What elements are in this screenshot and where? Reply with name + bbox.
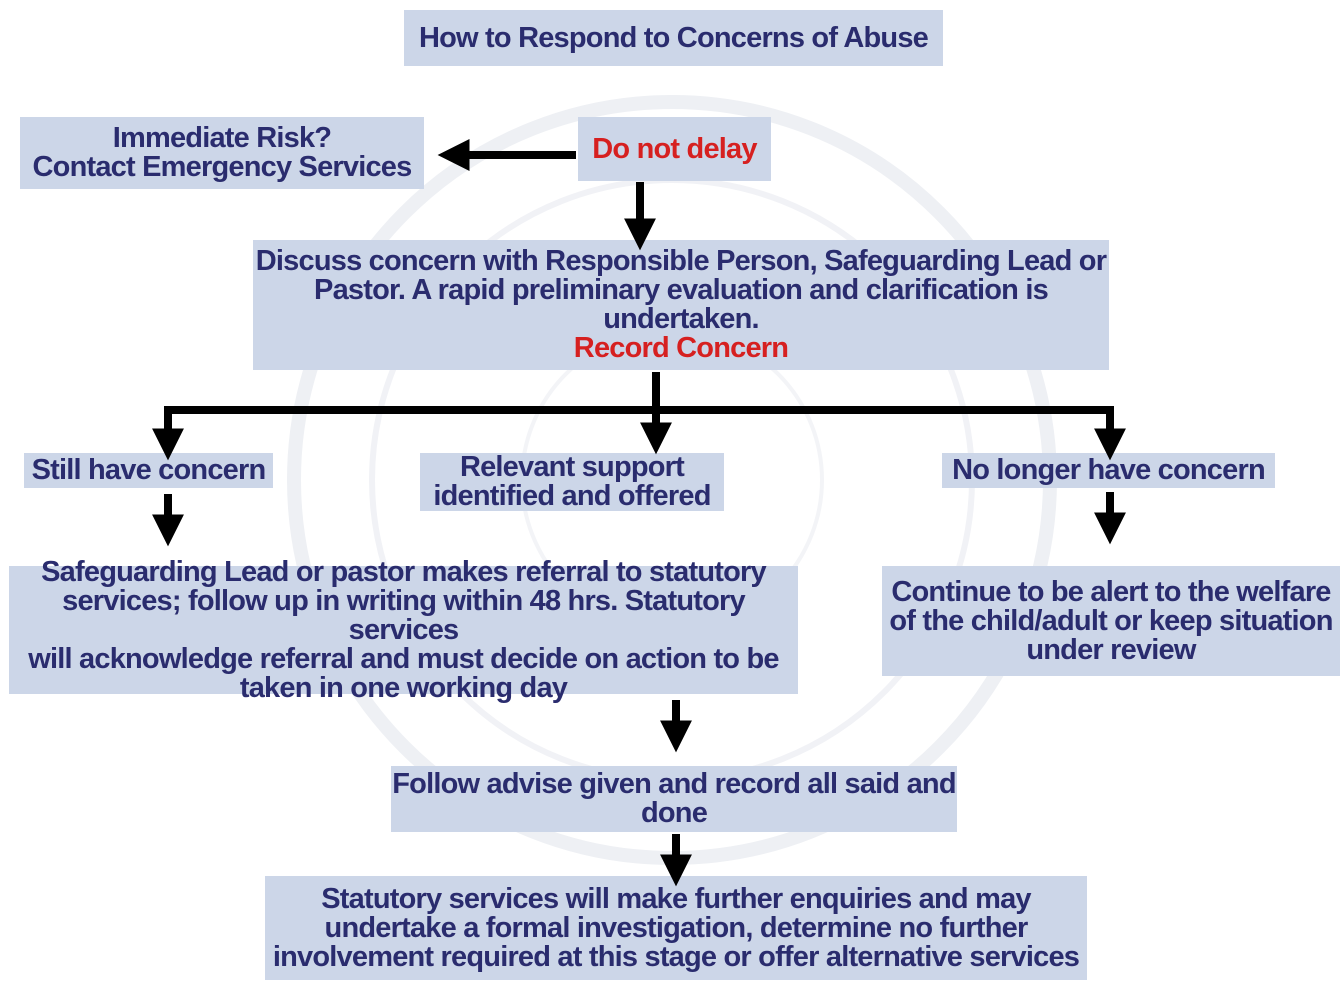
follow-advise-line-1: Follow advise given and record all said … bbox=[392, 768, 956, 800]
no-longer-have-concern-node: No longer have concern bbox=[942, 453, 1275, 488]
continue-line-2: of the child/adult or keep situation bbox=[889, 604, 1333, 637]
immediate-risk-line-1: Immediate Risk? bbox=[112, 122, 332, 154]
relevant-support-line-2: identified and offered bbox=[433, 480, 711, 512]
discuss-line-3: undertaken. bbox=[603, 303, 759, 335]
referral-line-2: services; follow up in writing within 48… bbox=[62, 584, 746, 646]
referral-line-4: taken in one working day bbox=[239, 671, 568, 704]
referral-line-1: Safeguarding Lead or pastor makes referr… bbox=[41, 555, 767, 588]
continue-alert-node: Continue to be alert to the welfare of t… bbox=[882, 566, 1340, 676]
discuss-line-2: Pastor. A rapid preliminary evaluation a… bbox=[314, 274, 1049, 306]
discuss-line-1: Discuss concern with Responsible Person,… bbox=[255, 245, 1107, 277]
follow-advise-node: Follow advise given and record all said … bbox=[391, 766, 957, 832]
no-longer-have-concern-text: No longer have concern bbox=[952, 454, 1266, 486]
do-not-delay-node: Do not delay bbox=[578, 117, 771, 181]
statutory-line-1: Statutory services will make further enq… bbox=[321, 882, 1031, 915]
statutory-line-2: undertake a formal investigation, determ… bbox=[324, 911, 1029, 944]
immediate-risk-node: Immediate Risk? Contact Emergency Servic… bbox=[20, 117, 424, 189]
continue-line-3: under review bbox=[1026, 633, 1196, 666]
still-have-concern-node: Still have concern bbox=[24, 453, 273, 488]
relevant-support-line-1: Relevant support bbox=[459, 451, 685, 483]
continue-line-1: Continue to be alert to the welfare bbox=[891, 575, 1331, 608]
discuss-concern-node: Discuss concern with Responsible Person,… bbox=[253, 240, 1109, 370]
statutory-enquiries-node: Statutory services will make further enq… bbox=[265, 876, 1087, 980]
statutory-line-3: involvement required at this stage or of… bbox=[272, 940, 1080, 973]
referral-line-3: will acknowledge referral and must decid… bbox=[28, 642, 779, 675]
follow-advise-line-2: done bbox=[640, 797, 708, 829]
diagram-title-text: How to Respond to Concerns of Abuse bbox=[418, 21, 929, 54]
still-have-concern-text: Still have concern bbox=[31, 454, 267, 486]
referral-node: Safeguarding Lead or pastor makes referr… bbox=[9, 557, 798, 702]
diagram-title: How to Respond to Concerns of Abuse bbox=[404, 10, 943, 66]
record-concern-text: Record Concern bbox=[573, 332, 789, 364]
relevant-support-node: Relevant support identified and offered bbox=[420, 453, 724, 511]
do-not-delay-text: Do not delay bbox=[592, 132, 757, 165]
immediate-risk-line-2: Contact Emergency Services bbox=[32, 151, 413, 183]
